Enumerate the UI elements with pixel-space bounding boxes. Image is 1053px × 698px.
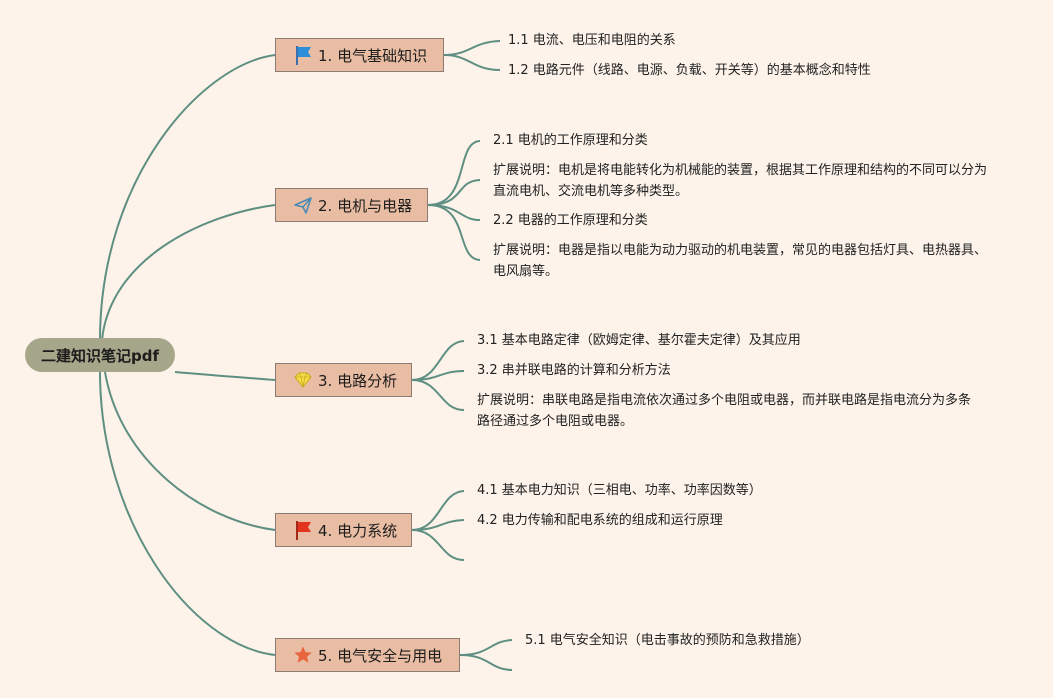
link-topic-4-leaf-1 bbox=[411, 490, 465, 531]
link-topic-4-leaf-3 bbox=[411, 529, 465, 561]
topic-4-node[interactable]: 4. 电力系统 bbox=[275, 513, 412, 547]
root-node[interactable]: 二建知识笔记pdf bbox=[25, 338, 175, 372]
topic-2-leaf-3[interactable]: 2.2 电器的工作原理和分类 bbox=[493, 213, 648, 228]
link-topic-2-leaf-4 bbox=[427, 204, 481, 261]
root-label: 二建知识笔记pdf bbox=[40, 346, 159, 365]
topic-5-node[interactable]: 5. 电气安全与用电 bbox=[275, 638, 460, 672]
link-root-topic-5 bbox=[99, 371, 276, 656]
link-topic-1-leaf-1 bbox=[443, 40, 501, 56]
topic-1-leaf-2[interactable]: 1.2 电路元件（线路、电源、负载、开关等）的基本概念和特性 bbox=[508, 63, 871, 78]
topic-1-label: 1. 电气基础知识 bbox=[318, 46, 428, 65]
topic-5-label: 5. 电气安全与用电 bbox=[318, 646, 443, 665]
link-topic-2-leaf-1 bbox=[427, 140, 481, 206]
link-topic-3-leaf-2 bbox=[411, 370, 465, 381]
link-topic-5-leaf-1 bbox=[459, 639, 513, 656]
topic-2-leaf-4[interactable]: 扩展说明：电器是指以电能为动力驱动的机电装置，常见的电器包括灯具、电热器具、电风… bbox=[493, 243, 988, 279]
link-root-topic-3 bbox=[174, 371, 276, 381]
topic-2-node[interactable]: 2. 电机与电器 bbox=[275, 188, 428, 222]
topic-3-leaf-3[interactable]: 扩展说明：串联电路是指电流依次通过多个电阻或电器，而并联电路是指电流分为多条路径… bbox=[477, 393, 972, 429]
topic-3-leaf-2[interactable]: 3.2 串并联电路的计算和分析方法 bbox=[477, 363, 671, 378]
topic-1-leaf-1[interactable]: 1.1 电流、电压和电阻的关系 bbox=[508, 33, 676, 48]
red-flag-icon bbox=[292, 519, 314, 541]
link-topic-2-leaf-2 bbox=[427, 179, 481, 206]
topic-5-leaf-1[interactable]: 5.1 电气安全知识（电击事故的预防和急救措施） bbox=[525, 633, 810, 648]
star-icon bbox=[292, 644, 314, 666]
topic-2-leaf-1[interactable]: 2.1 电机的工作原理和分类 bbox=[493, 133, 648, 148]
diamond-icon bbox=[292, 369, 314, 391]
topic-3-leaf-1[interactable]: 3.1 基本电路定律（欧姆定律、基尔霍夫定律）及其应用 bbox=[477, 333, 801, 348]
topic-2-leaf-2[interactable]: 扩展说明：电机是将电能转化为机械能的装置，根据其工作原理和结构的不同可以分为直流… bbox=[493, 163, 988, 199]
topic-4-leaf-1[interactable]: 4.1 基本电力知识（三相电、功率、功率因数等） bbox=[477, 483, 762, 498]
link-root-topic-4 bbox=[104, 371, 276, 531]
topic-4-label: 4. 电力系统 bbox=[318, 521, 398, 540]
topic-3-node[interactable]: 3. 电路分析 bbox=[275, 363, 412, 397]
link-topic-3-leaf-3 bbox=[411, 379, 465, 411]
topic-3-label: 3. 电路分析 bbox=[318, 371, 398, 390]
link-topic-3-leaf-1 bbox=[411, 340, 465, 381]
link-topic-5-leaf-2 bbox=[459, 654, 513, 671]
paper-plane-icon bbox=[292, 194, 314, 216]
blue-flag-icon bbox=[292, 44, 314, 66]
link-root-topic-2 bbox=[101, 204, 276, 341]
topic-1-node[interactable]: 1. 电气基础知识 bbox=[275, 38, 444, 72]
topic-4-leaf-2[interactable]: 4.2 电力传输和配电系统的组成和运行原理 bbox=[477, 513, 723, 528]
topic-2-label: 2. 电机与电器 bbox=[318, 196, 413, 215]
link-root-topic-1 bbox=[99, 54, 276, 341]
link-topic-1-leaf-2 bbox=[443, 54, 501, 71]
